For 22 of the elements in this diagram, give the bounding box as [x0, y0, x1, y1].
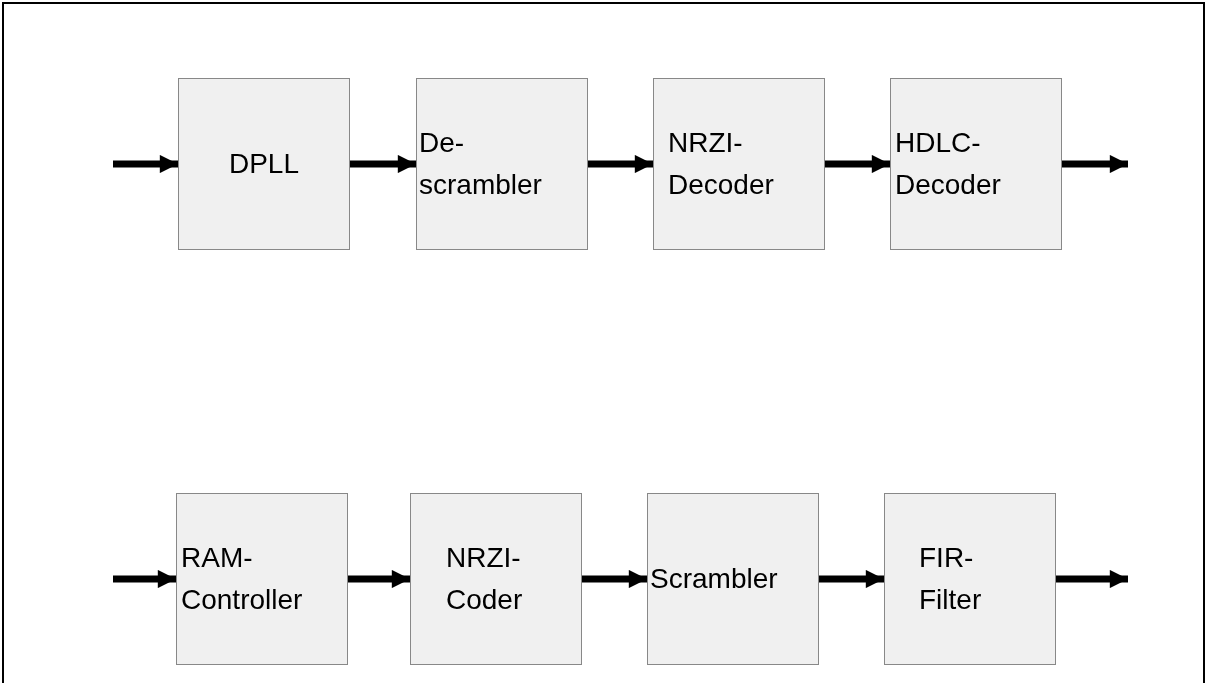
process-box: [884, 493, 1056, 665]
block-label: De- scrambler: [419, 126, 542, 202]
block-label: NRZI- Decoder: [668, 126, 774, 202]
block-label: HDLC- Decoder: [895, 126, 1001, 202]
arrow: [348, 569, 410, 589]
block-label: NRZI- Coder: [446, 541, 523, 617]
process-box: [890, 78, 1062, 250]
process-box: [178, 78, 350, 250]
arrow: [819, 569, 884, 589]
block-label: DPLL: [228, 147, 299, 181]
block-label: Scrambler: [650, 562, 778, 596]
arrow: [588, 154, 653, 174]
process-box: [653, 78, 825, 250]
arrow: [582, 569, 647, 589]
process-box: [647, 493, 819, 665]
process-box: [176, 493, 348, 665]
process-box: [416, 78, 588, 250]
arrow: [825, 154, 890, 174]
process-box: [410, 493, 582, 665]
block-label: RAM- Controller: [181, 541, 303, 617]
arrow: [350, 154, 416, 174]
block-label: FIR- Filter: [919, 541, 982, 617]
